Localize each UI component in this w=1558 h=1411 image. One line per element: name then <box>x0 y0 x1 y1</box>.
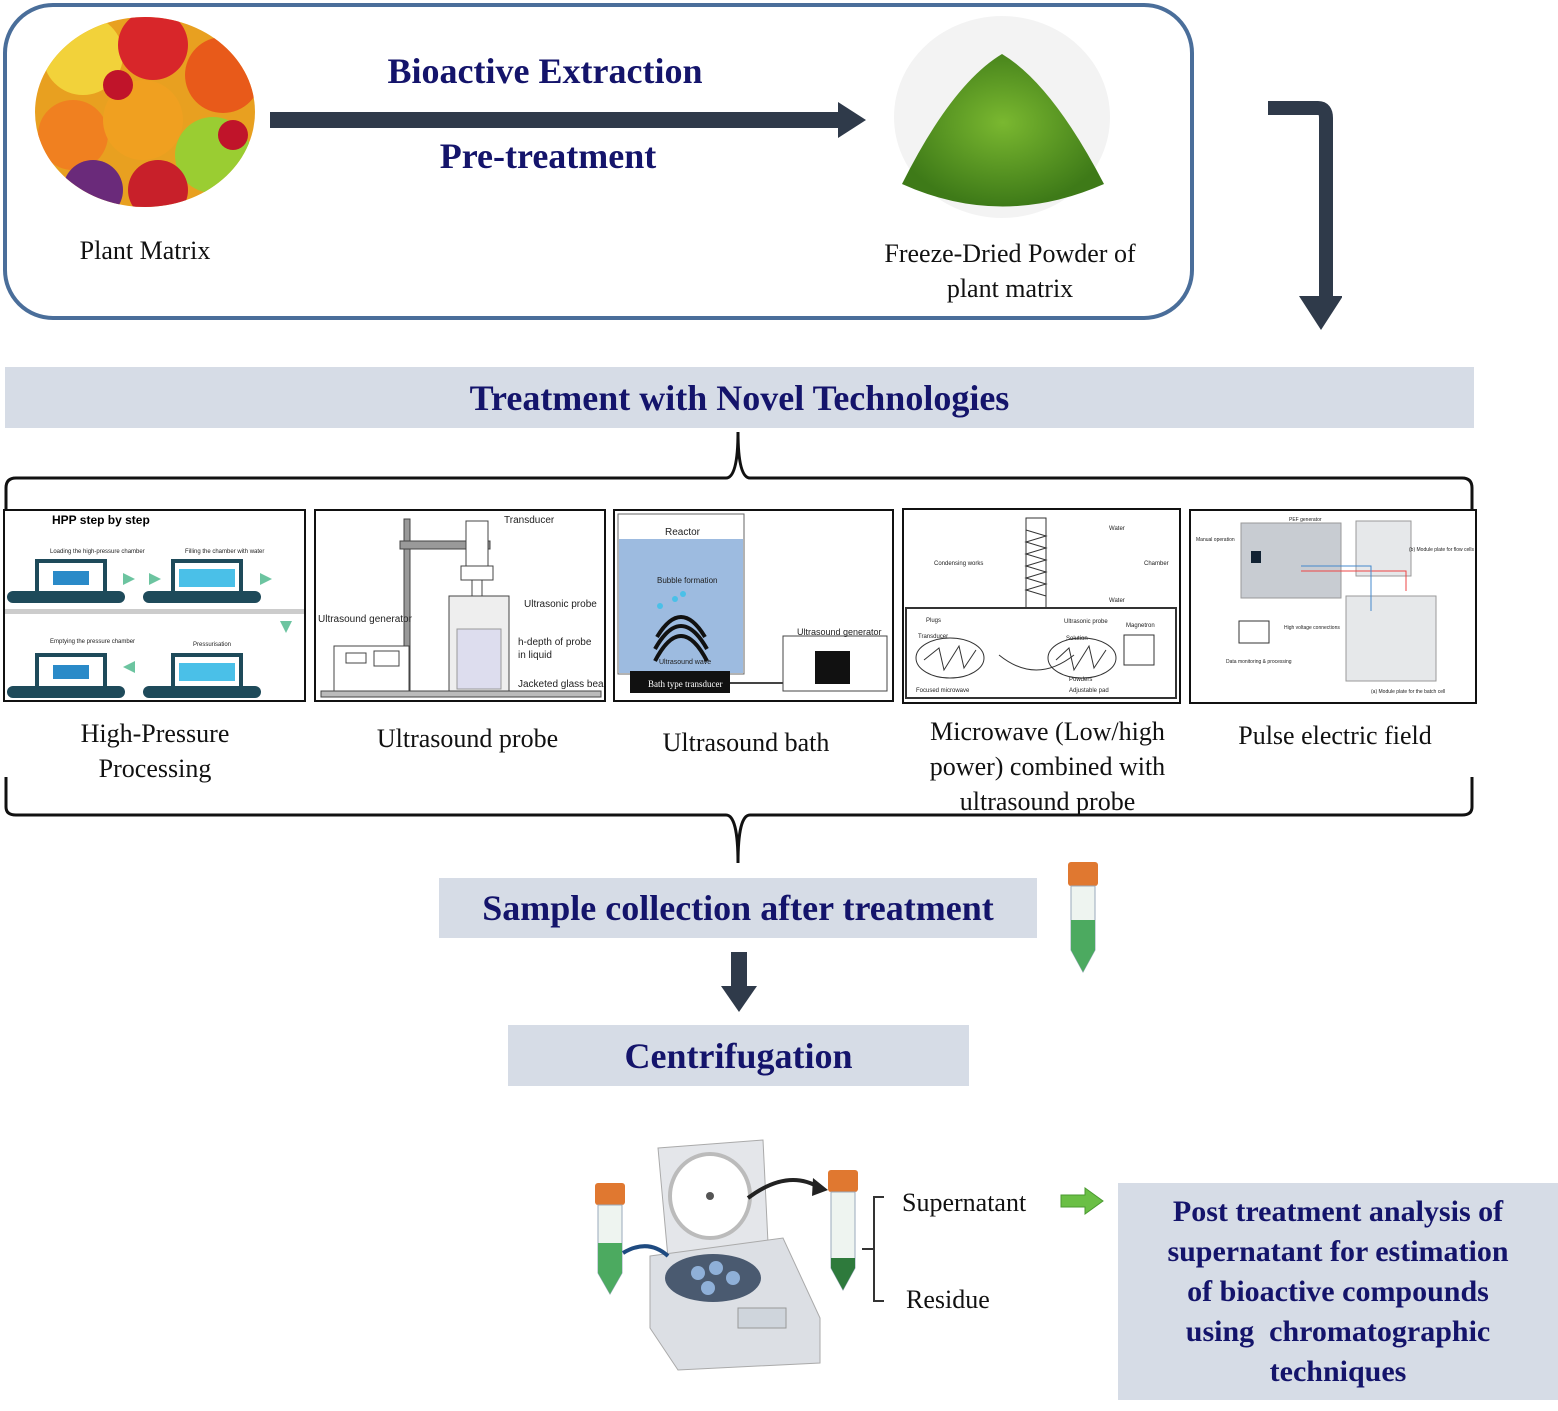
microwave-ultrasound-image: Water Condensing works Chamber Water Mag… <box>902 508 1181 704</box>
svg-text:Filling the chamber with water: Filling the chamber with water <box>185 549 264 555</box>
sample-tube-icon <box>1068 862 1098 974</box>
svg-text:Ultrasound wave: Ultrasound wave <box>659 659 711 666</box>
treatment-banner: Treatment with Novel Technologies <box>5 367 1474 428</box>
svg-text:Data monitoring & processing: Data monitoring & processing <box>1226 659 1292 665</box>
svg-text:Focused microwave: Focused microwave <box>916 688 970 694</box>
svg-text:Chamber: Chamber <box>1144 561 1169 567</box>
svg-text:(b) Module plate for flow cell: (b) Module plate for flow cells <box>1409 547 1475 553</box>
svg-text:Emptying the pressure chamber: Emptying the pressure chamber <box>50 639 135 645</box>
svg-text:Pressurisation: Pressurisation <box>193 642 231 648</box>
analysis-line-2: supernatant for estimation <box>1167 1234 1509 1268</box>
svg-text:Water: Water <box>1109 526 1125 532</box>
bottom-brace <box>4 777 1474 864</box>
fruit-image <box>35 17 255 207</box>
hpp-image-title: HPP step by step <box>52 513 150 527</box>
process-arrow <box>270 102 866 138</box>
analysis-line-5: techniques <box>1269 1354 1407 1388</box>
bioactive-extraction-label: Bioactive Extraction <box>387 51 703 91</box>
residue-label: Residue <box>906 1285 990 1314</box>
pre-treatment-label: Pre-treatment <box>439 136 657 176</box>
svg-text:Condensing works: Condensing works <box>934 561 983 567</box>
extraction-box <box>3 3 1194 320</box>
pef-label: Pulse electric field <box>1238 721 1432 750</box>
hpp-label-line1: High-Pressure <box>80 719 230 748</box>
microwave-label-line2: power) combined with <box>929 752 1166 781</box>
treatment-banner-title: Treatment with Novel Technologies <box>469 377 1010 418</box>
microwave-label-line1: Microwave (Low/high <box>930 717 1165 746</box>
hpp-label-line2: Processing <box>98 754 212 783</box>
svg-text:Bubble formation: Bubble formation <box>657 576 717 585</box>
svg-text:in liquid: in liquid <box>518 650 552 661</box>
powder-label-line1: Freeze-Dried Powder of <box>884 239 1136 268</box>
svg-text:Adjustable pad: Adjustable pad <box>1069 688 1109 694</box>
hpp-label: High-Pressure Processing <box>20 716 290 786</box>
svg-text:High voltage connections: High voltage connections <box>1284 625 1340 631</box>
svg-text:Reactor: Reactor <box>665 527 701 538</box>
plant-matrix-label: Plant Matrix <box>79 236 211 265</box>
svg-text:Bath type transducer: Bath type transducer <box>648 679 722 689</box>
svg-text:h-depth of probe: h-depth of probe <box>518 637 592 648</box>
ultrasound-bath-label: Ultrasound bath <box>662 728 830 757</box>
centrifuge-image <box>595 1139 858 1371</box>
green-powder-image <box>894 16 1110 218</box>
svg-text:Manual operation: Manual operation <box>1196 537 1235 543</box>
bent-down-arrow <box>1268 101 1342 330</box>
supernatant-label: Supernatant <box>902 1188 1027 1217</box>
analysis-line-4: using chromatographic <box>1185 1314 1491 1348</box>
hpp-image: HPP step by step Loading the high-pressu… <box>3 509 306 702</box>
pulse-electric-field-image: PEF generator Manual operation (b) Modul… <box>1189 509 1477 704</box>
powder-label: Freeze-Dried Powder of plant matrix <box>850 236 1170 306</box>
analysis-line-1: Post treatment analysis of <box>1172 1194 1504 1228</box>
svg-text:Transducer: Transducer <box>918 634 948 640</box>
ultrasound-bath-image: Reactor Bubble formation Ultrasound wave… <box>613 509 894 702</box>
sample-collection-box: Sample collection after treatment <box>439 878 1037 938</box>
svg-text:Ultrasound generator: Ultrasound generator <box>318 614 413 625</box>
svg-text:(a) Module plate for the batch: (a) Module plate for the batch cell <box>1371 689 1445 695</box>
svg-text:Water: Water <box>1109 598 1125 604</box>
analysis-line-3: of bioactive compounds <box>1187 1274 1489 1308</box>
svg-text:Jacketed glass beaker: Jacketed glass beaker <box>518 679 604 690</box>
svg-text:Plugs: Plugs <box>926 618 941 624</box>
centrifugation-box: Centrifugation <box>508 1025 969 1086</box>
microwave-label-line3: ultrasound probe <box>959 787 1136 816</box>
svg-text:Solution: Solution <box>1066 636 1088 642</box>
svg-text:PEF generator: PEF generator <box>1289 517 1322 523</box>
supernatant-residue-bracket <box>862 1196 884 1302</box>
powder-label-line2: plant matrix <box>946 274 1074 303</box>
hpp-step <box>7 559 261 698</box>
top-brace <box>4 431 1474 513</box>
svg-text:Loading the high-pressure cham: Loading the high-pressure chamber <box>50 549 145 555</box>
microwave-label: Microwave (Low/high power) combined with… <box>895 714 1200 819</box>
green-arrow-icon <box>1060 1187 1104 1215</box>
svg-text:Powders: Powders <box>1069 677 1092 683</box>
analysis-box: Post treatment analysis of supernatant f… <box>1118 1183 1558 1400</box>
down-arrow <box>721 952 757 1012</box>
svg-text:Transducer: Transducer <box>504 515 555 526</box>
svg-text:Magnetron: Magnetron <box>1126 623 1155 629</box>
svg-text:Ultrasonic probe: Ultrasonic probe <box>1064 619 1108 625</box>
sample-collection-title: Sample collection after treatment <box>482 888 994 928</box>
centrifugation-title: Centrifugation <box>624 1035 853 1076</box>
svg-text:Ultrasound generator: Ultrasound generator <box>797 627 882 637</box>
ultrasound-probe-label: Ultrasound probe <box>376 724 559 753</box>
ultrasound-probe-image: Transducer Ultrasonic probe Ultrasound g… <box>314 509 606 702</box>
svg-text:Ultrasonic probe: Ultrasonic probe <box>524 599 597 610</box>
